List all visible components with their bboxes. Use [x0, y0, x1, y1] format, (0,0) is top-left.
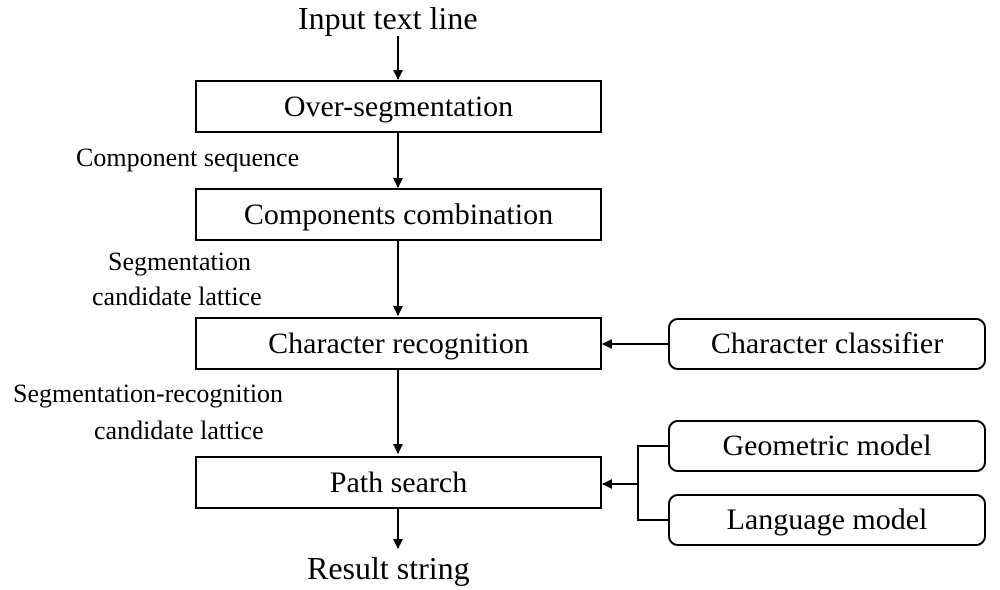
output-label: Result string	[307, 550, 470, 586]
model-character-classifier: Character classifier	[668, 318, 986, 370]
edge-label-segmentation-line2: candidate lattice	[92, 282, 262, 311]
step-oversegmentation: Over-segmentation	[195, 80, 602, 133]
edge-label-segmentation-line1: Segmentation	[108, 247, 251, 276]
step-path-search: Path search	[195, 456, 602, 509]
edge-label-seg-rec-line2: candidate lattice	[94, 416, 264, 445]
step-components-combination: Components combination	[195, 188, 602, 241]
model-language: Language model	[668, 494, 986, 546]
model-geometric: Geometric model	[668, 420, 986, 472]
edge-label-seg-rec-line1: Segmentation-recognition	[13, 379, 284, 408]
input-label: Input text line	[298, 0, 478, 36]
connector-geometric-language-bracket	[637, 445, 668, 521]
edge-label-component-sequence: Component sequence	[76, 143, 300, 172]
step-character-recognition: Character recognition	[195, 317, 602, 370]
